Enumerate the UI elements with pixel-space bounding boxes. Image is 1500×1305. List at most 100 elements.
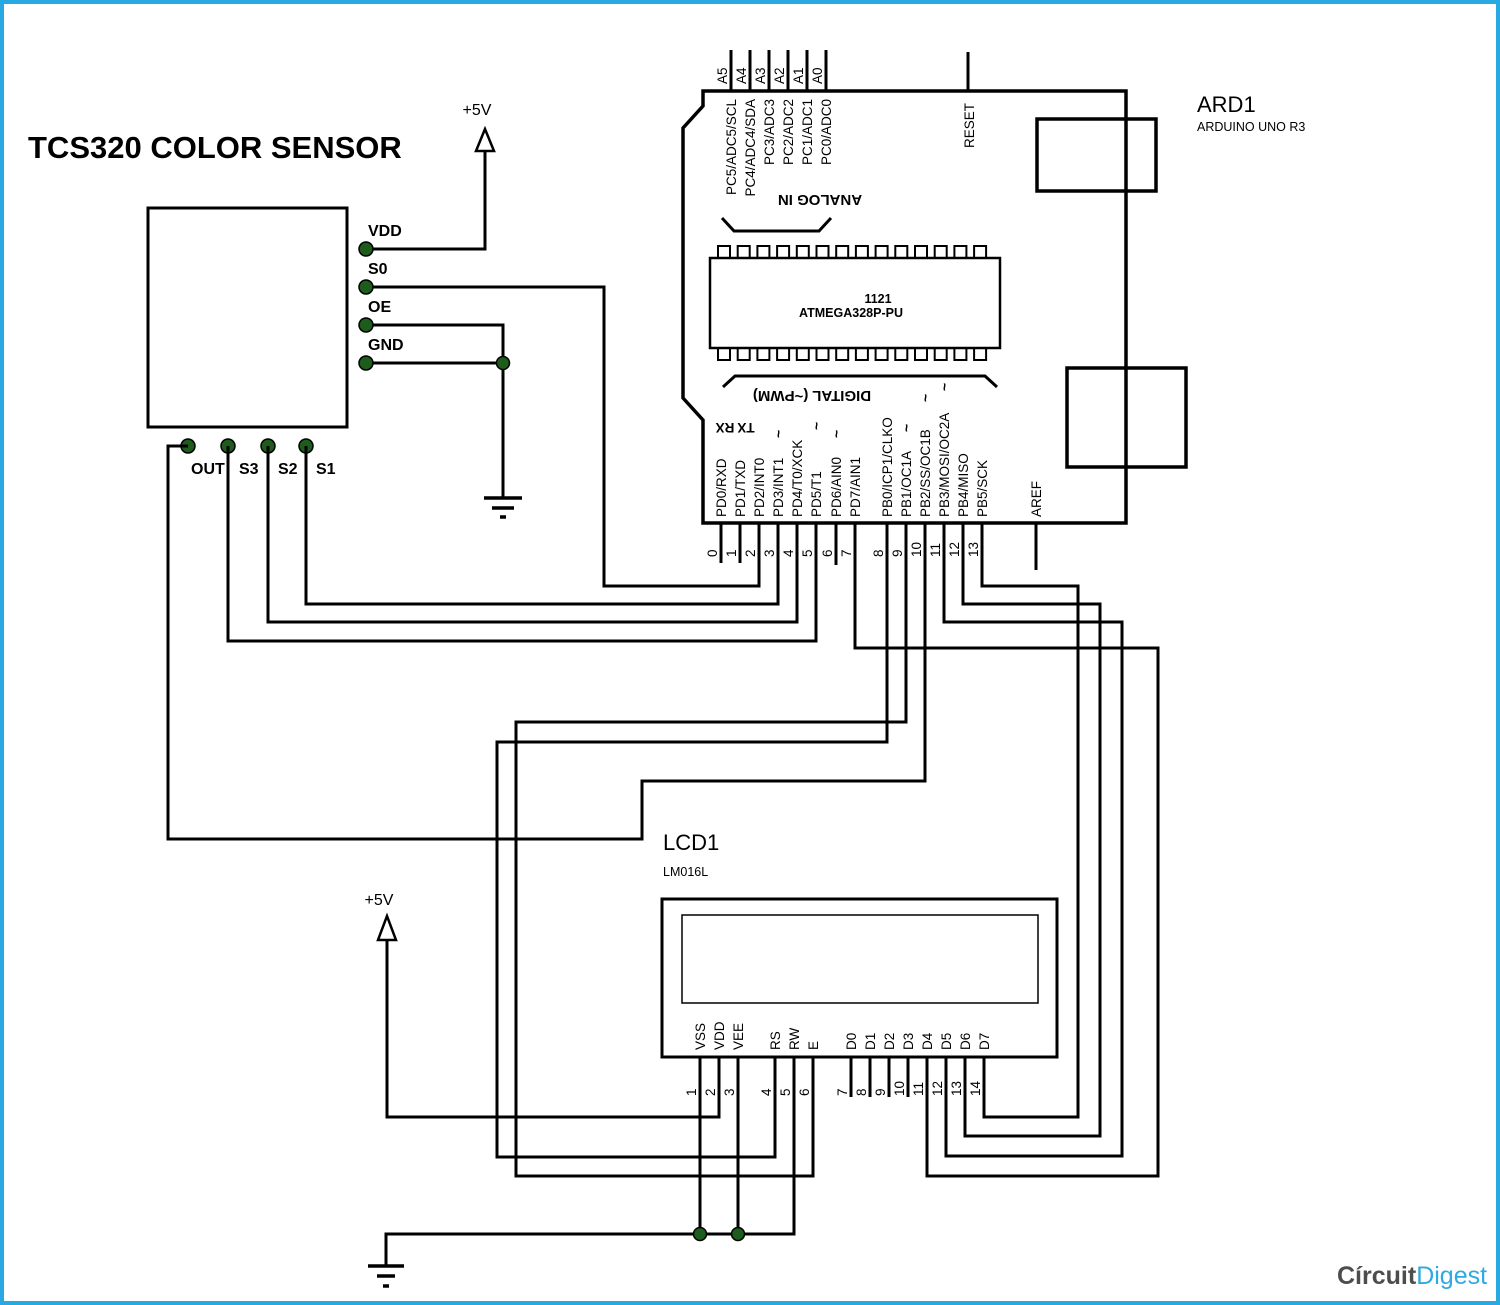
lcd-pin-rs: RS bbox=[768, 1031, 783, 1050]
arduino-port-pb0: PB0/ICP1/CLKO bbox=[880, 417, 895, 517]
analog-in-label: ANALOG IN bbox=[778, 191, 862, 208]
lcd-pin-number-7: 7 bbox=[835, 1088, 850, 1096]
sensor-pin-dot-oe bbox=[358, 317, 374, 333]
lcd-pin-d2: D2 bbox=[882, 1033, 897, 1050]
wire-5v-to-lcd-vdd bbox=[385, 940, 721, 1119]
arduino-part-name: ARDUINO UNO R3 bbox=[1197, 120, 1305, 134]
arduino-port-pb1: PB1/OC1A bbox=[899, 451, 914, 517]
arduino-pin-a5: A5 bbox=[715, 67, 730, 84]
tx-label: TX bbox=[737, 420, 754, 435]
arduino-port-pd5: PD5/T1 bbox=[809, 471, 824, 517]
digital-pwm-label: DIGITAL (~PWM) bbox=[753, 387, 871, 404]
arduino-pin-number-9: 9 bbox=[890, 549, 905, 557]
wire-d9-to-lcd-e bbox=[514, 523, 908, 1178]
arduino-port-pd3: PD3/INT1 bbox=[771, 458, 786, 517]
arduino-pin-number-1: 1 bbox=[724, 549, 739, 557]
wire-d13-to-lcd-d7 bbox=[980, 523, 1080, 1119]
lcd-pin-vss: VSS bbox=[693, 1023, 708, 1050]
pwm-tilde-d11: ~ bbox=[936, 383, 952, 391]
vcc-label-bottom: +5V bbox=[365, 892, 394, 909]
lcd-pin-d7: D7 bbox=[977, 1033, 992, 1050]
sensor-pin-label-oe: OE bbox=[368, 299, 391, 316]
lcd-pin-number-9: 9 bbox=[873, 1088, 888, 1096]
arduino-pin-a3: A3 bbox=[753, 67, 768, 84]
sensor-pin-dot-vdd bbox=[358, 241, 374, 257]
lcd-pin-number-11: 11 bbox=[911, 1082, 926, 1096]
pwm-tilde-d5: ~ bbox=[808, 422, 824, 430]
lcd-pin-number-14: 14 bbox=[968, 1080, 983, 1096]
wire-s3-to-d5 bbox=[226, 446, 818, 643]
lcd-pin-number-10: 10 bbox=[892, 1081, 907, 1096]
arduino-designator: ARD1 bbox=[1197, 92, 1256, 117]
vcc-label-top: +5V bbox=[463, 102, 492, 119]
arduino-pin-number-13: 13 bbox=[966, 542, 981, 557]
wire-d12-to-lcd-d6 bbox=[961, 523, 1102, 1138]
arduino-pin-number-5: 5 bbox=[800, 549, 815, 557]
arduino-port-pc5: PC5/ADC5/SCL bbox=[724, 99, 739, 196]
lcd-pin-rw: RW bbox=[787, 1027, 802, 1050]
arduino-port-pb2: PB2/SS/OC1B bbox=[918, 429, 933, 517]
atmega-chip-pins bbox=[717, 245, 988, 361]
sensor-pin-label-s0: S0 bbox=[368, 261, 388, 278]
sensor-pin-label-out: OUT bbox=[191, 461, 225, 478]
arduino-port-pc4: PC4/ADC4/SDA bbox=[743, 99, 758, 197]
arduino-pin-number-4: 4 bbox=[781, 549, 796, 557]
rx-label: RX bbox=[716, 420, 735, 435]
pwm-tilde-d6: ~ bbox=[828, 430, 844, 438]
sensor-pin-label-vdd: VDD bbox=[368, 223, 402, 240]
lcd-pin-number-5: 5 bbox=[778, 1088, 793, 1096]
lcd-pin-vee: VEE bbox=[731, 1023, 746, 1050]
lcd-pin-d4: D4 bbox=[920, 1032, 935, 1050]
lcd-pin-vdd: VDD bbox=[712, 1021, 727, 1050]
arduino-port-pd2: PD2/INT0 bbox=[752, 458, 767, 517]
sensor-pin-dot-gnd bbox=[358, 355, 374, 371]
arduino-port-pc2: PC2/ADC2 bbox=[781, 99, 796, 165]
chip-part-number: ATMEGA328P-PU bbox=[799, 306, 903, 320]
sensor-pin-label-s3: S3 bbox=[239, 461, 259, 478]
pwm-tilde-d3: ~ bbox=[770, 430, 786, 438]
atmega-chip-body bbox=[708, 256, 1002, 350]
wire-d11-to-lcd-d5 bbox=[942, 523, 1124, 1158]
junction-dot-lcd-vee bbox=[730, 1226, 746, 1242]
arduino-port-pb3: PB3/MOSI/OC2A bbox=[937, 413, 952, 517]
digital-bracket bbox=[721, 374, 999, 389]
lcd-pin-number-3: 3 bbox=[722, 1088, 737, 1096]
wire-s2-to-d4 bbox=[266, 446, 799, 624]
arduino-power-jack bbox=[1065, 366, 1188, 469]
arduino-usb-connector bbox=[1035, 117, 1158, 193]
lcd-pin-number-12: 12 bbox=[930, 1081, 945, 1096]
lcd-pin-number-13: 13 bbox=[949, 1081, 964, 1096]
sensor-pin-label-gnd: GND bbox=[368, 337, 404, 354]
circuitdigest-logo: CírcuitDigest bbox=[1337, 1262, 1487, 1290]
analog-in-bracket bbox=[720, 216, 833, 233]
wire-vdd-to-5v bbox=[373, 151, 487, 251]
arduino-pin-a1: A1 bbox=[791, 67, 806, 84]
sensor-pin-label-s2: S2 bbox=[278, 461, 298, 478]
arduino-pin-number-2: 2 bbox=[743, 549, 758, 557]
arduino-pin-number-0: 0 bbox=[705, 549, 720, 557]
lcd-pin-number-1: 1 bbox=[684, 1088, 699, 1096]
chip-marking: 1121 bbox=[864, 292, 891, 306]
arduino-aref-label: AREF bbox=[1029, 481, 1044, 517]
arduino-port-pc0: PC0/ADC0 bbox=[819, 99, 834, 165]
wire-lcd-rw-to-gnd bbox=[384, 1057, 796, 1266]
wire-s0-to-d2 bbox=[373, 285, 761, 588]
sensor-pin-label-s1: S1 bbox=[316, 461, 336, 478]
wire-s1-to-d3 bbox=[304, 446, 780, 606]
arduino-port-pd6: PD6/AIN0 bbox=[829, 457, 844, 517]
lcd-pin-number-4: 4 bbox=[759, 1088, 774, 1096]
wire-d7-to-lcd-d4 bbox=[853, 523, 1160, 1178]
arduino-pin-number-8: 8 bbox=[871, 549, 886, 557]
lcd-pin-e: E bbox=[806, 1041, 821, 1050]
lcd-pin-number-2: 2 bbox=[703, 1088, 718, 1096]
lcd-pin-d1: D1 bbox=[863, 1033, 878, 1050]
lcd-designator: LCD1 bbox=[663, 830, 719, 855]
arduino-board-outline bbox=[681, 89, 1128, 525]
arduino-pin-a4: A4 bbox=[734, 67, 749, 84]
pwm-tilde-d9: ~ bbox=[898, 424, 914, 432]
lcd-pin-d3: D3 bbox=[901, 1033, 916, 1050]
arduino-analog-pin-stubs bbox=[729, 50, 828, 91]
lcd-pin-d0: D0 bbox=[844, 1033, 859, 1050]
vcc-arrow-top-icon bbox=[474, 125, 496, 153]
